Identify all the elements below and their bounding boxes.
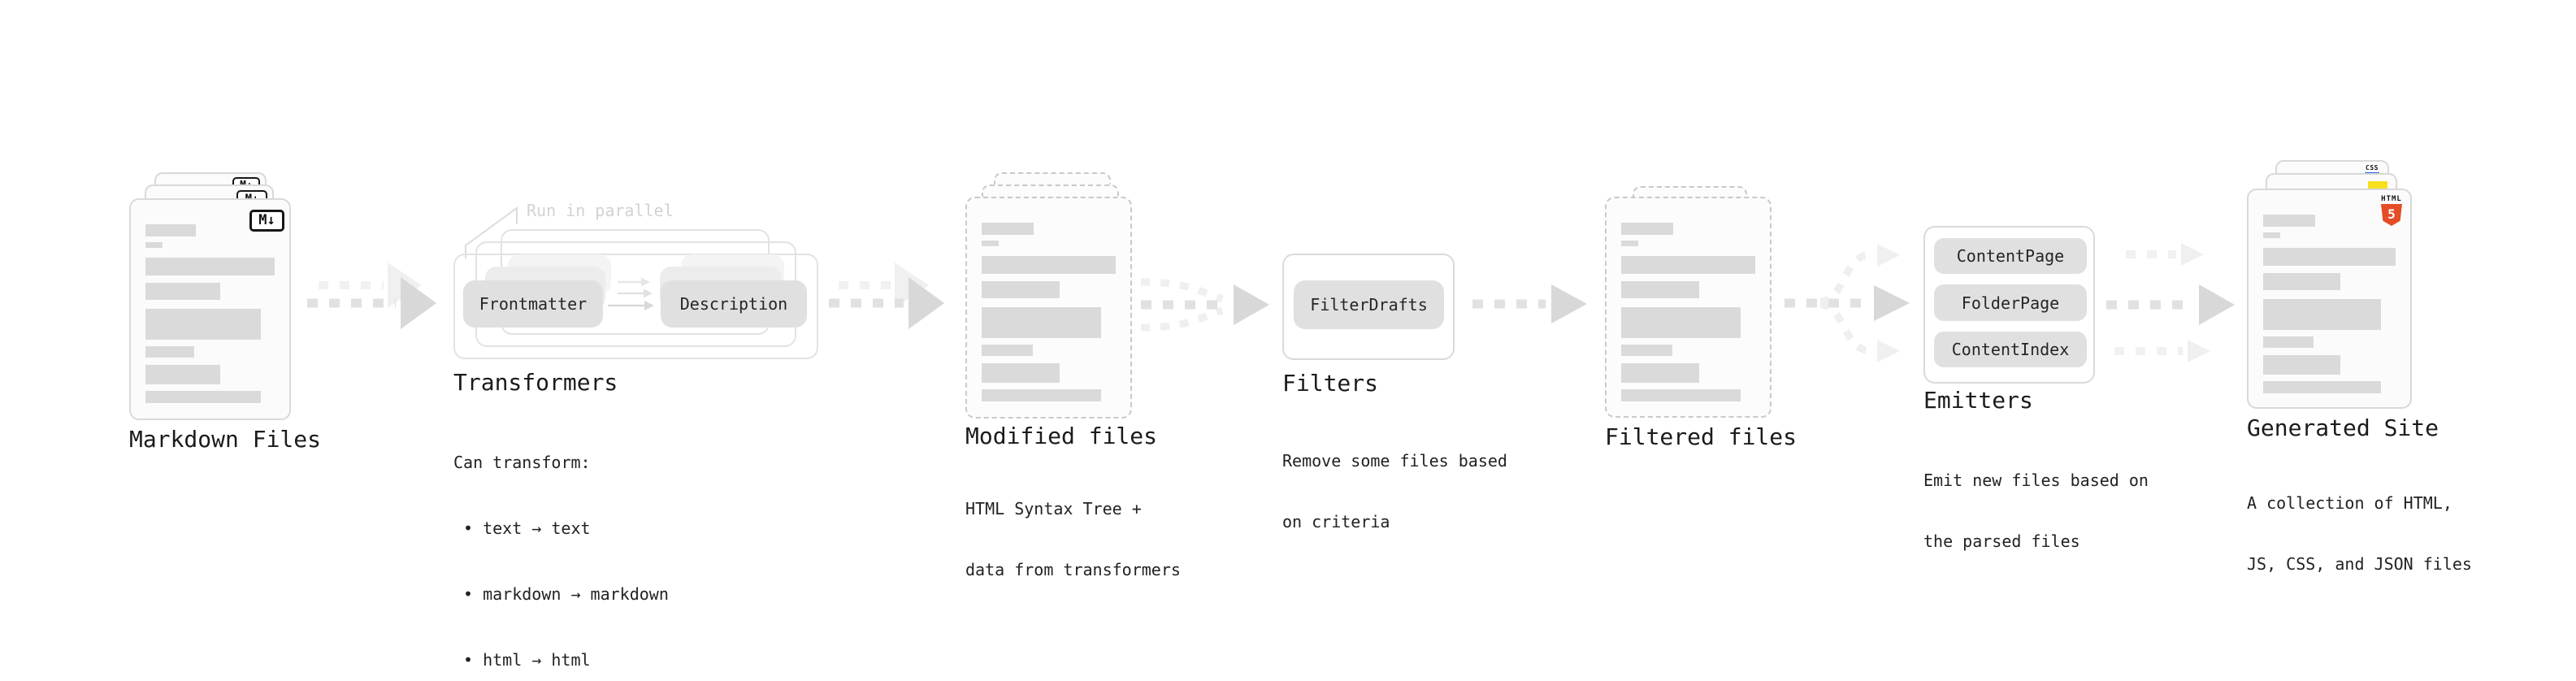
- arrow-emitters-to-generated: [2106, 243, 2235, 362]
- filterdrafts-node: FilterDrafts: [1294, 280, 1444, 329]
- description-node: Description: [661, 280, 807, 327]
- emitters-description: Emit new files based on the parsed files: [1923, 430, 2149, 592]
- markdown-icon: M↓: [249, 210, 284, 232]
- transformers-intro: Can transform:: [453, 453, 591, 472]
- filters-box: [1282, 254, 1455, 360]
- description-line: Remove some files based: [1282, 451, 1507, 471]
- html5-icon: HTML 5: [2381, 196, 2402, 226]
- arrow-light-copy: [319, 262, 422, 308]
- filtered-file-card-front: [1605, 197, 1772, 418]
- arrow-filters-to-filtered: [1472, 284, 1587, 323]
- run-in-parallel-annotation: Run in parallel: [527, 201, 674, 220]
- description-line: A collection of HTML,: [2247, 493, 2452, 513]
- bullet-item: • text → text: [463, 518, 591, 538]
- arrow-modified-to-filters-converging: [1140, 278, 1269, 332]
- contentpage-node: ContentPage: [1934, 238, 2087, 274]
- bullet-item: • markdown → markdown: [463, 584, 669, 604]
- stage-title-filtered-files: Filtered files: [1605, 423, 1798, 450]
- description-line: Emit new files based on: [1923, 471, 2149, 490]
- description-line: JS, CSS, and JSON files: [2247, 554, 2472, 574]
- description-line: on criteria: [1282, 512, 1390, 531]
- stage-title-generated-site: Generated Site: [2247, 414, 2439, 441]
- filters-description: Remove some files based on criteria: [1282, 410, 1507, 573]
- arrow-light-copy: [839, 262, 929, 308]
- file-content-skeleton: [982, 223, 1116, 401]
- folderpage-node: FolderPage: [1934, 284, 2087, 321]
- description-line: the parsed files: [1923, 531, 2080, 551]
- stage-title-transformers: Transformers: [453, 369, 618, 396]
- generated-site-description: A collection of HTML, JS, CSS, and JSON …: [2247, 453, 2472, 615]
- file-content-skeleton: [145, 224, 275, 403]
- stage-title-markdown-files: Markdown Files: [129, 426, 322, 453]
- generated-file-card-html: HTML 5: [2247, 189, 2412, 409]
- file-content-skeleton: [2263, 215, 2396, 393]
- arrow-markdown-to-transformers: [307, 262, 436, 329]
- modified-files-description: HTML Syntax Tree + data from transformer…: [965, 458, 1181, 621]
- description-line: HTML Syntax Tree +: [965, 499, 1142, 518]
- frontmatter-node: Frontmatter: [463, 280, 603, 327]
- css-icon-label: CSS: [2366, 164, 2379, 171]
- bullet-item: • html → html: [463, 650, 591, 670]
- modified-file-card-front: [965, 197, 1132, 419]
- transformers-description: Can transform: • text → text • markdown …: [453, 408, 669, 681]
- javascript-icon: [2368, 181, 2387, 190]
- emitters-box: [1923, 226, 2095, 384]
- arrow-transformers-to-modified: [829, 262, 944, 329]
- description-line: data from transformers: [965, 560, 1181, 579]
- markdown-file-card-front: M↓: [129, 198, 291, 420]
- transformers-box-front: [453, 254, 818, 359]
- stage-title-modified-files: Modified files: [965, 423, 1158, 449]
- stage-title-emitters: Emitters: [1923, 387, 2033, 414]
- stage-title-filters: Filters: [1282, 370, 1379, 397]
- file-content-skeleton: [1621, 223, 1755, 401]
- arrow-filtered-to-emitters-diverging: [1785, 244, 1910, 362]
- contentindex-node: ContentIndex: [1934, 332, 2087, 367]
- html5-icon-label: HTML: [2381, 195, 2402, 203]
